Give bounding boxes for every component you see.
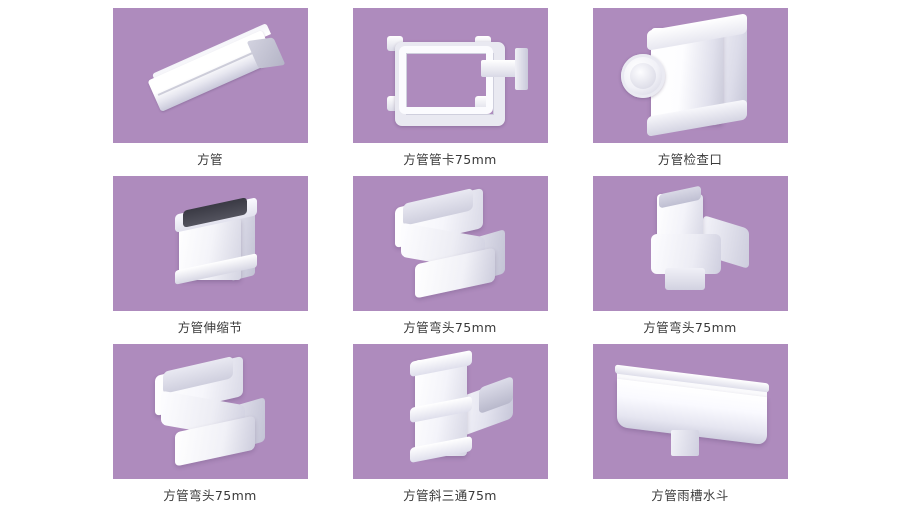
product-card[interactable]: 方管弯头75mm (330, 176, 570, 344)
product-image-square-pipe-elbow-75mm-c[interactable] (112, 344, 308, 479)
product-card[interactable]: 方管弯头75mm (90, 344, 330, 512)
product-caption: 方管雨槽水斗 (651, 488, 729, 503)
product-caption: 方管管卡75mm (403, 152, 497, 167)
product-image-square-downpipe[interactable] (112, 8, 308, 143)
square-downpipe-illustration (113, 8, 308, 143)
gutter-hopper-illustration (593, 344, 788, 479)
product-image-square-pipe-clamp-75mm[interactable] (352, 8, 548, 143)
product-image-square-pipe-elbow-75mm-a[interactable] (352, 176, 548, 311)
clamp-wall-plate (514, 48, 528, 90)
product-card[interactable]: 方管伸缩节 (90, 176, 330, 344)
hopper-outlet-spigot (670, 430, 699, 456)
elbow-stack-illustration (113, 344, 308, 479)
product-caption: 方管弯头75mm (643, 320, 737, 335)
oblique-tee-illustration (353, 344, 548, 479)
product-card[interactable]: 方管雨槽水斗 (570, 344, 810, 512)
product-image-square-pipe-oblique-tee-75m[interactable] (352, 344, 548, 479)
pipe-clamp-illustration (353, 8, 548, 143)
product-caption: 方管伸缩节 (177, 320, 243, 335)
port-cap-center (629, 63, 656, 89)
product-card[interactable]: 方管检查口 (570, 8, 810, 176)
expansion-joint-illustration (113, 176, 308, 311)
inspection-port-illustration (593, 8, 788, 143)
product-image-square-gutter-outlet-hopper[interactable] (592, 344, 788, 479)
product-caption: 方管斜三通75m (403, 488, 497, 503)
clamp-ring-inner (398, 46, 493, 114)
elbow-foot (664, 268, 705, 290)
elbow-knee (650, 234, 721, 274)
product-card[interactable]: 方管斜三通75m (330, 344, 570, 512)
elbow-stack-illustration (353, 176, 548, 311)
clamp-arm (480, 60, 523, 77)
product-image-square-pipe-elbow-75mm-b[interactable] (592, 176, 788, 311)
product-card[interactable]: 方管 (90, 8, 330, 176)
product-caption: 方管 (197, 152, 223, 167)
product-card[interactable]: 方管管卡75mm (330, 8, 570, 176)
product-image-square-pipe-inspection-port[interactable] (592, 8, 788, 143)
product-image-square-pipe-expansion-joint[interactable] (112, 176, 308, 311)
product-caption: 方管检查口 (657, 152, 723, 167)
product-card[interactable]: 方管弯头75mm (570, 176, 810, 344)
product-caption: 方管弯头75mm (163, 488, 257, 503)
elbow-single-illustration (593, 176, 788, 311)
product-caption: 方管弯头75mm (403, 320, 497, 335)
